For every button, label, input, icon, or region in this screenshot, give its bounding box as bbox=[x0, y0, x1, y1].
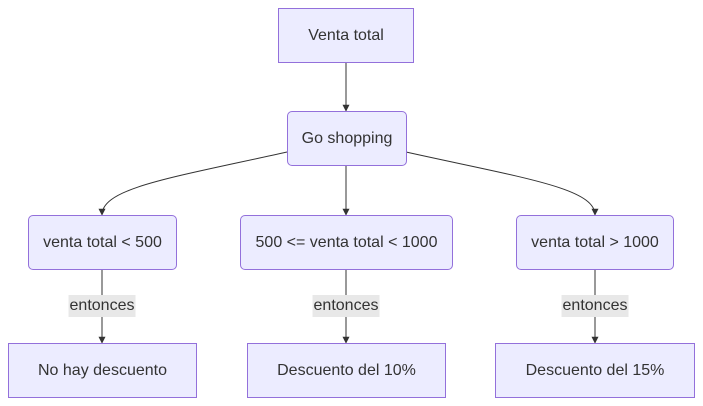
edge-label-mid: entonces bbox=[312, 295, 380, 317]
edge-shopping-to-low bbox=[98, 151, 288, 216]
edge-shopping-to-high bbox=[405, 151, 599, 216]
node-res-low: No hay descuento bbox=[8, 343, 197, 398]
node-go-shopping: Go shopping bbox=[287, 111, 407, 166]
node-cond-mid: 500 <= venta total < 1000 bbox=[240, 215, 453, 270]
node-venta-total: Venta total bbox=[278, 8, 414, 63]
node-res-high: Descuento del 15% bbox=[495, 343, 695, 398]
node-cond-low: venta total < 500 bbox=[28, 215, 177, 270]
node-res-mid: Descuento del 10% bbox=[247, 343, 446, 398]
edge-label-low: entonces bbox=[68, 295, 136, 317]
node-cond-high: venta total > 1000 bbox=[516, 215, 674, 270]
edge-label-high: entonces bbox=[561, 295, 629, 317]
